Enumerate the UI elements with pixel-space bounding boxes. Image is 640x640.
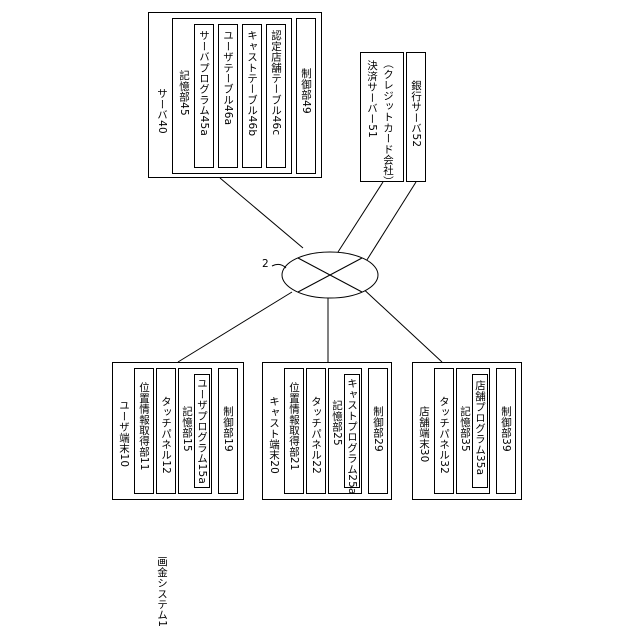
server-program-label: サーバプログラム45a — [198, 30, 210, 136]
payment-server-company: （クレジットカード会社） — [382, 58, 394, 186]
user-control-label: 制御部19 — [222, 406, 234, 452]
store-program-label: 店舗プログラム35a — [474, 380, 486, 475]
user-table-label: ユーザテーブル46a — [222, 30, 234, 125]
cast-terminal-title: キャスト端末20 — [268, 396, 280, 474]
cast-control-label: 制御部29 — [372, 406, 384, 452]
payment-server-name: 決済サーバー51 — [366, 60, 378, 138]
cast-location-label: 位置情報取得部21 — [288, 382, 300, 471]
cast-table-label: キャストテーブル46b — [246, 30, 258, 136]
network-label: 2 — [262, 258, 269, 270]
cast-storage-label: 記憶部25 — [331, 400, 343, 446]
user-terminal-title: ユーザ端末10 — [118, 400, 130, 467]
cast-touch-label: タッチパネル22 — [310, 396, 322, 474]
store-control-label: 制御部39 — [500, 406, 512, 452]
link-server — [220, 178, 303, 248]
user-location-label: 位置情報取得部11 — [138, 382, 150, 471]
store-terminal-title: 店舗端末30 — [418, 406, 430, 463]
server-control-label: 制御部49 — [300, 68, 312, 114]
user-storage-label: 記憶部15 — [181, 406, 193, 452]
bank-server-label: 銀行サーバ52 — [410, 80, 422, 147]
user-program-label: ユーザプログラム15a — [196, 378, 208, 484]
link-user-terminal — [178, 292, 292, 362]
user-touch-label: タッチパネル12 — [160, 396, 172, 474]
store-touch-label: タッチパネル32 — [438, 396, 450, 474]
store-table-label: 認定店舗テーブル46c — [270, 30, 282, 135]
server-storage-label: 記憶部45 — [178, 70, 190, 116]
link-payment — [338, 182, 383, 252]
system-label: 画金システム1 — [156, 556, 168, 627]
server-title: サーバ40 — [156, 88, 168, 134]
store-storage-label: 記憶部35 — [459, 406, 471, 452]
cast-program-label: キャストプログラム25a — [346, 378, 358, 495]
link-store-terminal — [358, 284, 442, 362]
